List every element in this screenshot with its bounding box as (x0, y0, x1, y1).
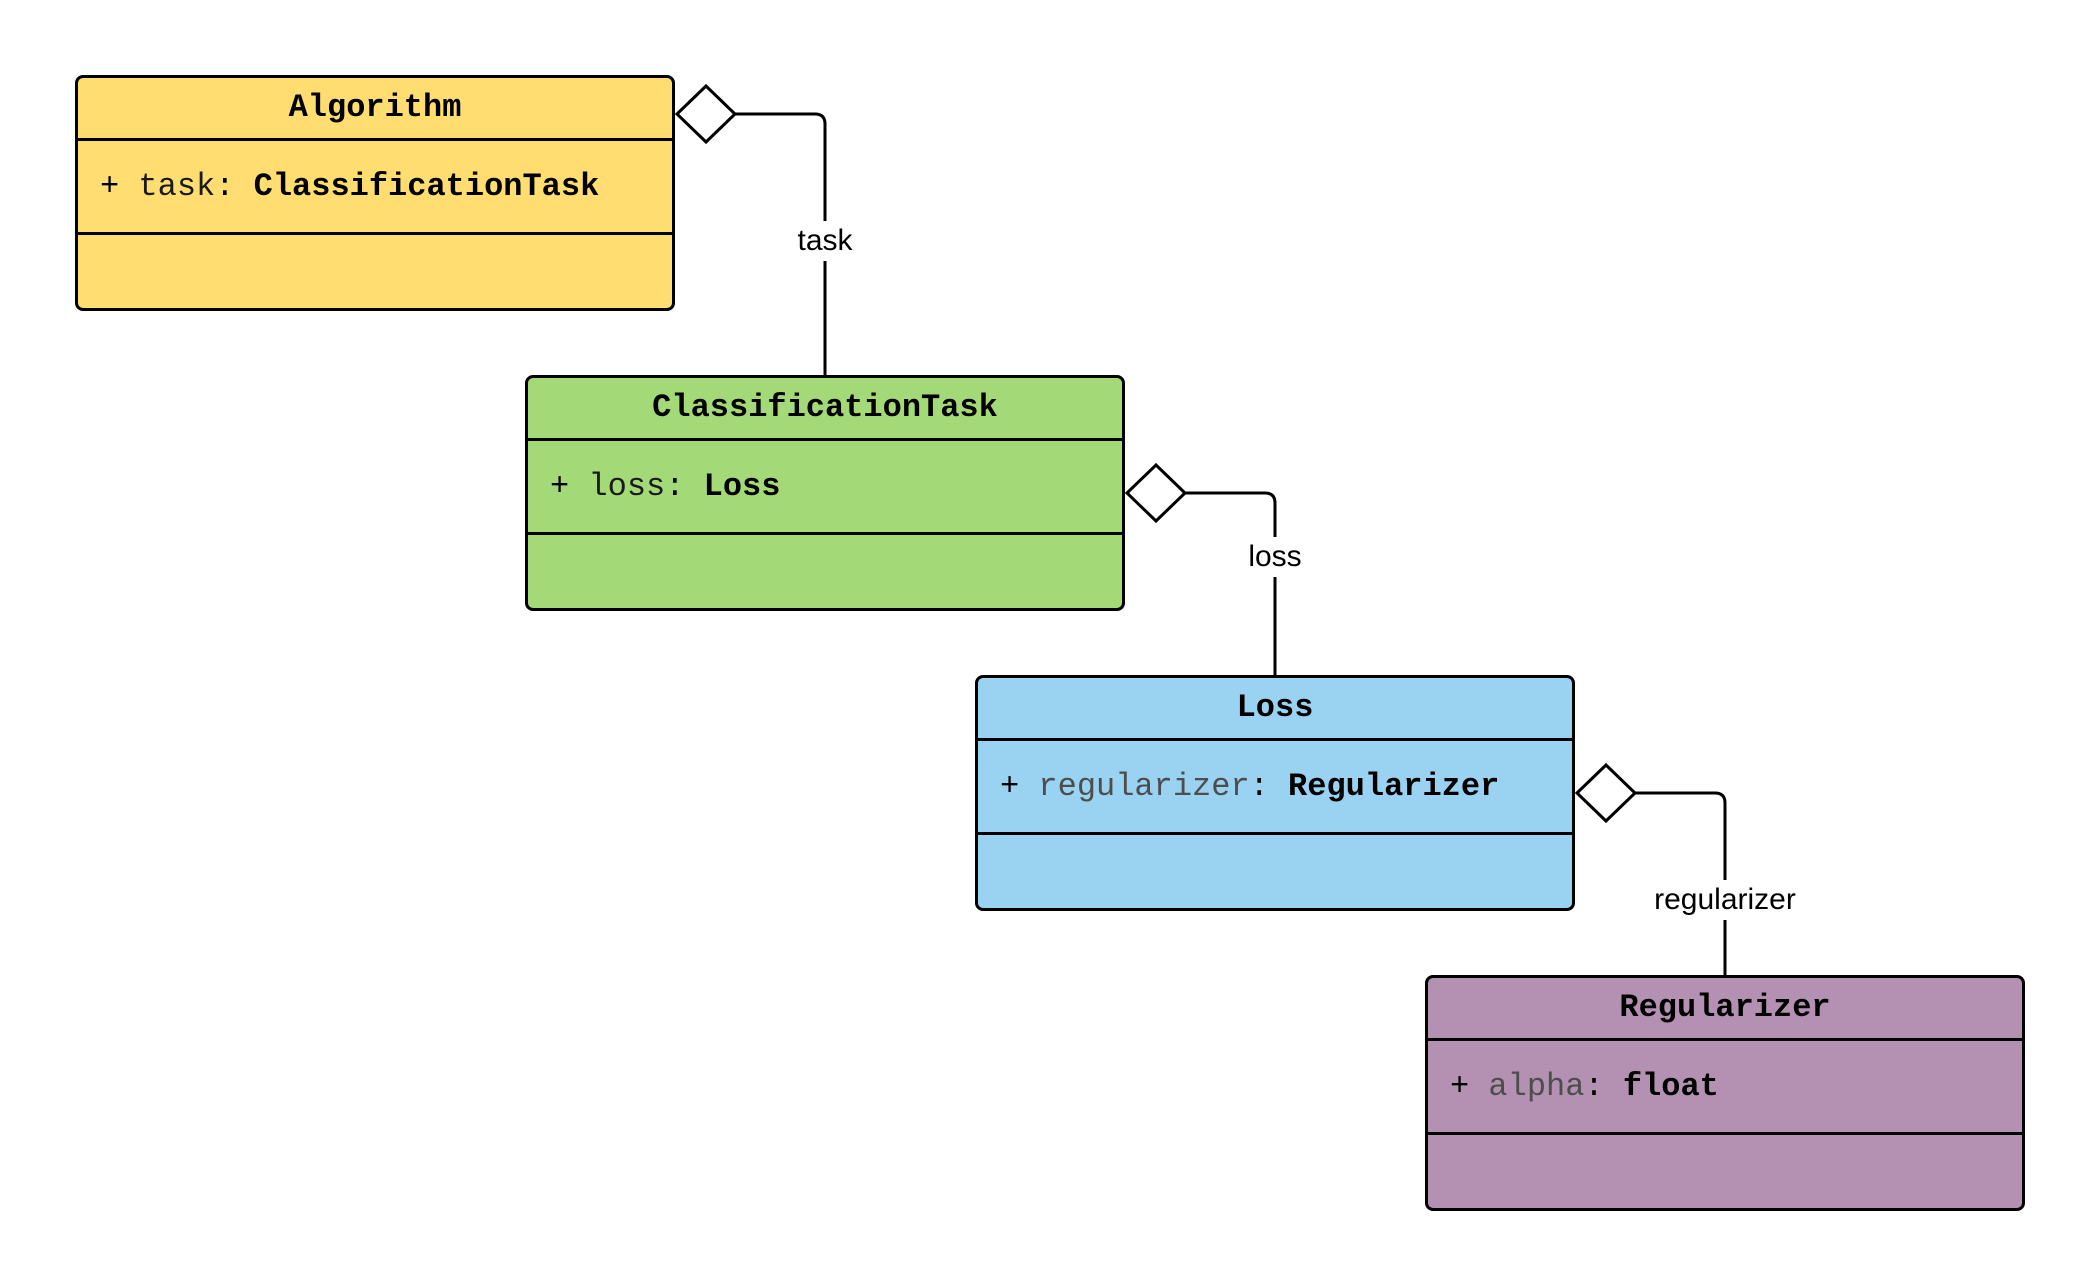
attribute-type: Regularizer (1288, 768, 1500, 805)
aggregation-diamond-icon (1124, 462, 1188, 524)
class-attribute: + task: ClassificationTask (78, 141, 672, 235)
association-line-task (735, 112, 827, 375)
association-label: task (797, 221, 853, 261)
class-box-loss[interactable]: Loss + regularizer: Regularizer (975, 675, 1575, 911)
association-label: loss (1248, 537, 1302, 577)
attribute-type: float (1622, 1068, 1719, 1105)
attribute-type: ClassificationTask (253, 168, 600, 205)
class-operations (528, 535, 1122, 611)
class-attribute: + loss: Loss (528, 441, 1122, 535)
class-box-algorithm[interactable]: Algorithm + task: ClassificationTask (75, 75, 675, 311)
attribute-name: loss (588, 468, 666, 505)
class-operations (78, 235, 672, 311)
visibility: + (100, 168, 120, 205)
aggregation-diamond-icon (1574, 762, 1638, 824)
attribute-name: alpha (1488, 1068, 1585, 1105)
association-line-regularizer (1635, 791, 1727, 975)
class-attribute: + regularizer: Regularizer (978, 741, 1572, 835)
class-operations (1428, 1135, 2022, 1211)
visibility: + (550, 468, 570, 505)
aggregation-diamond-icon (674, 83, 738, 145)
class-name: Regularizer (1428, 978, 2022, 1041)
class-attribute: + alpha: float (1428, 1041, 2022, 1135)
association-line-loss (1185, 491, 1277, 675)
class-box-regularizer[interactable]: Regularizer + alpha: float (1425, 975, 2025, 1211)
attribute-name: task (138, 168, 216, 205)
visibility: + (1000, 768, 1020, 805)
association-label: regularizer (1654, 880, 1796, 920)
class-name: ClassificationTask (528, 378, 1122, 441)
visibility: + (1450, 1068, 1470, 1105)
attribute-type: Loss (703, 468, 781, 505)
class-box-classificationtask[interactable]: ClassificationTask + loss: Loss (525, 375, 1125, 611)
class-name: Algorithm (78, 78, 672, 141)
class-name: Loss (978, 678, 1572, 741)
attribute-name: regularizer (1038, 768, 1250, 805)
class-operations (978, 835, 1572, 911)
